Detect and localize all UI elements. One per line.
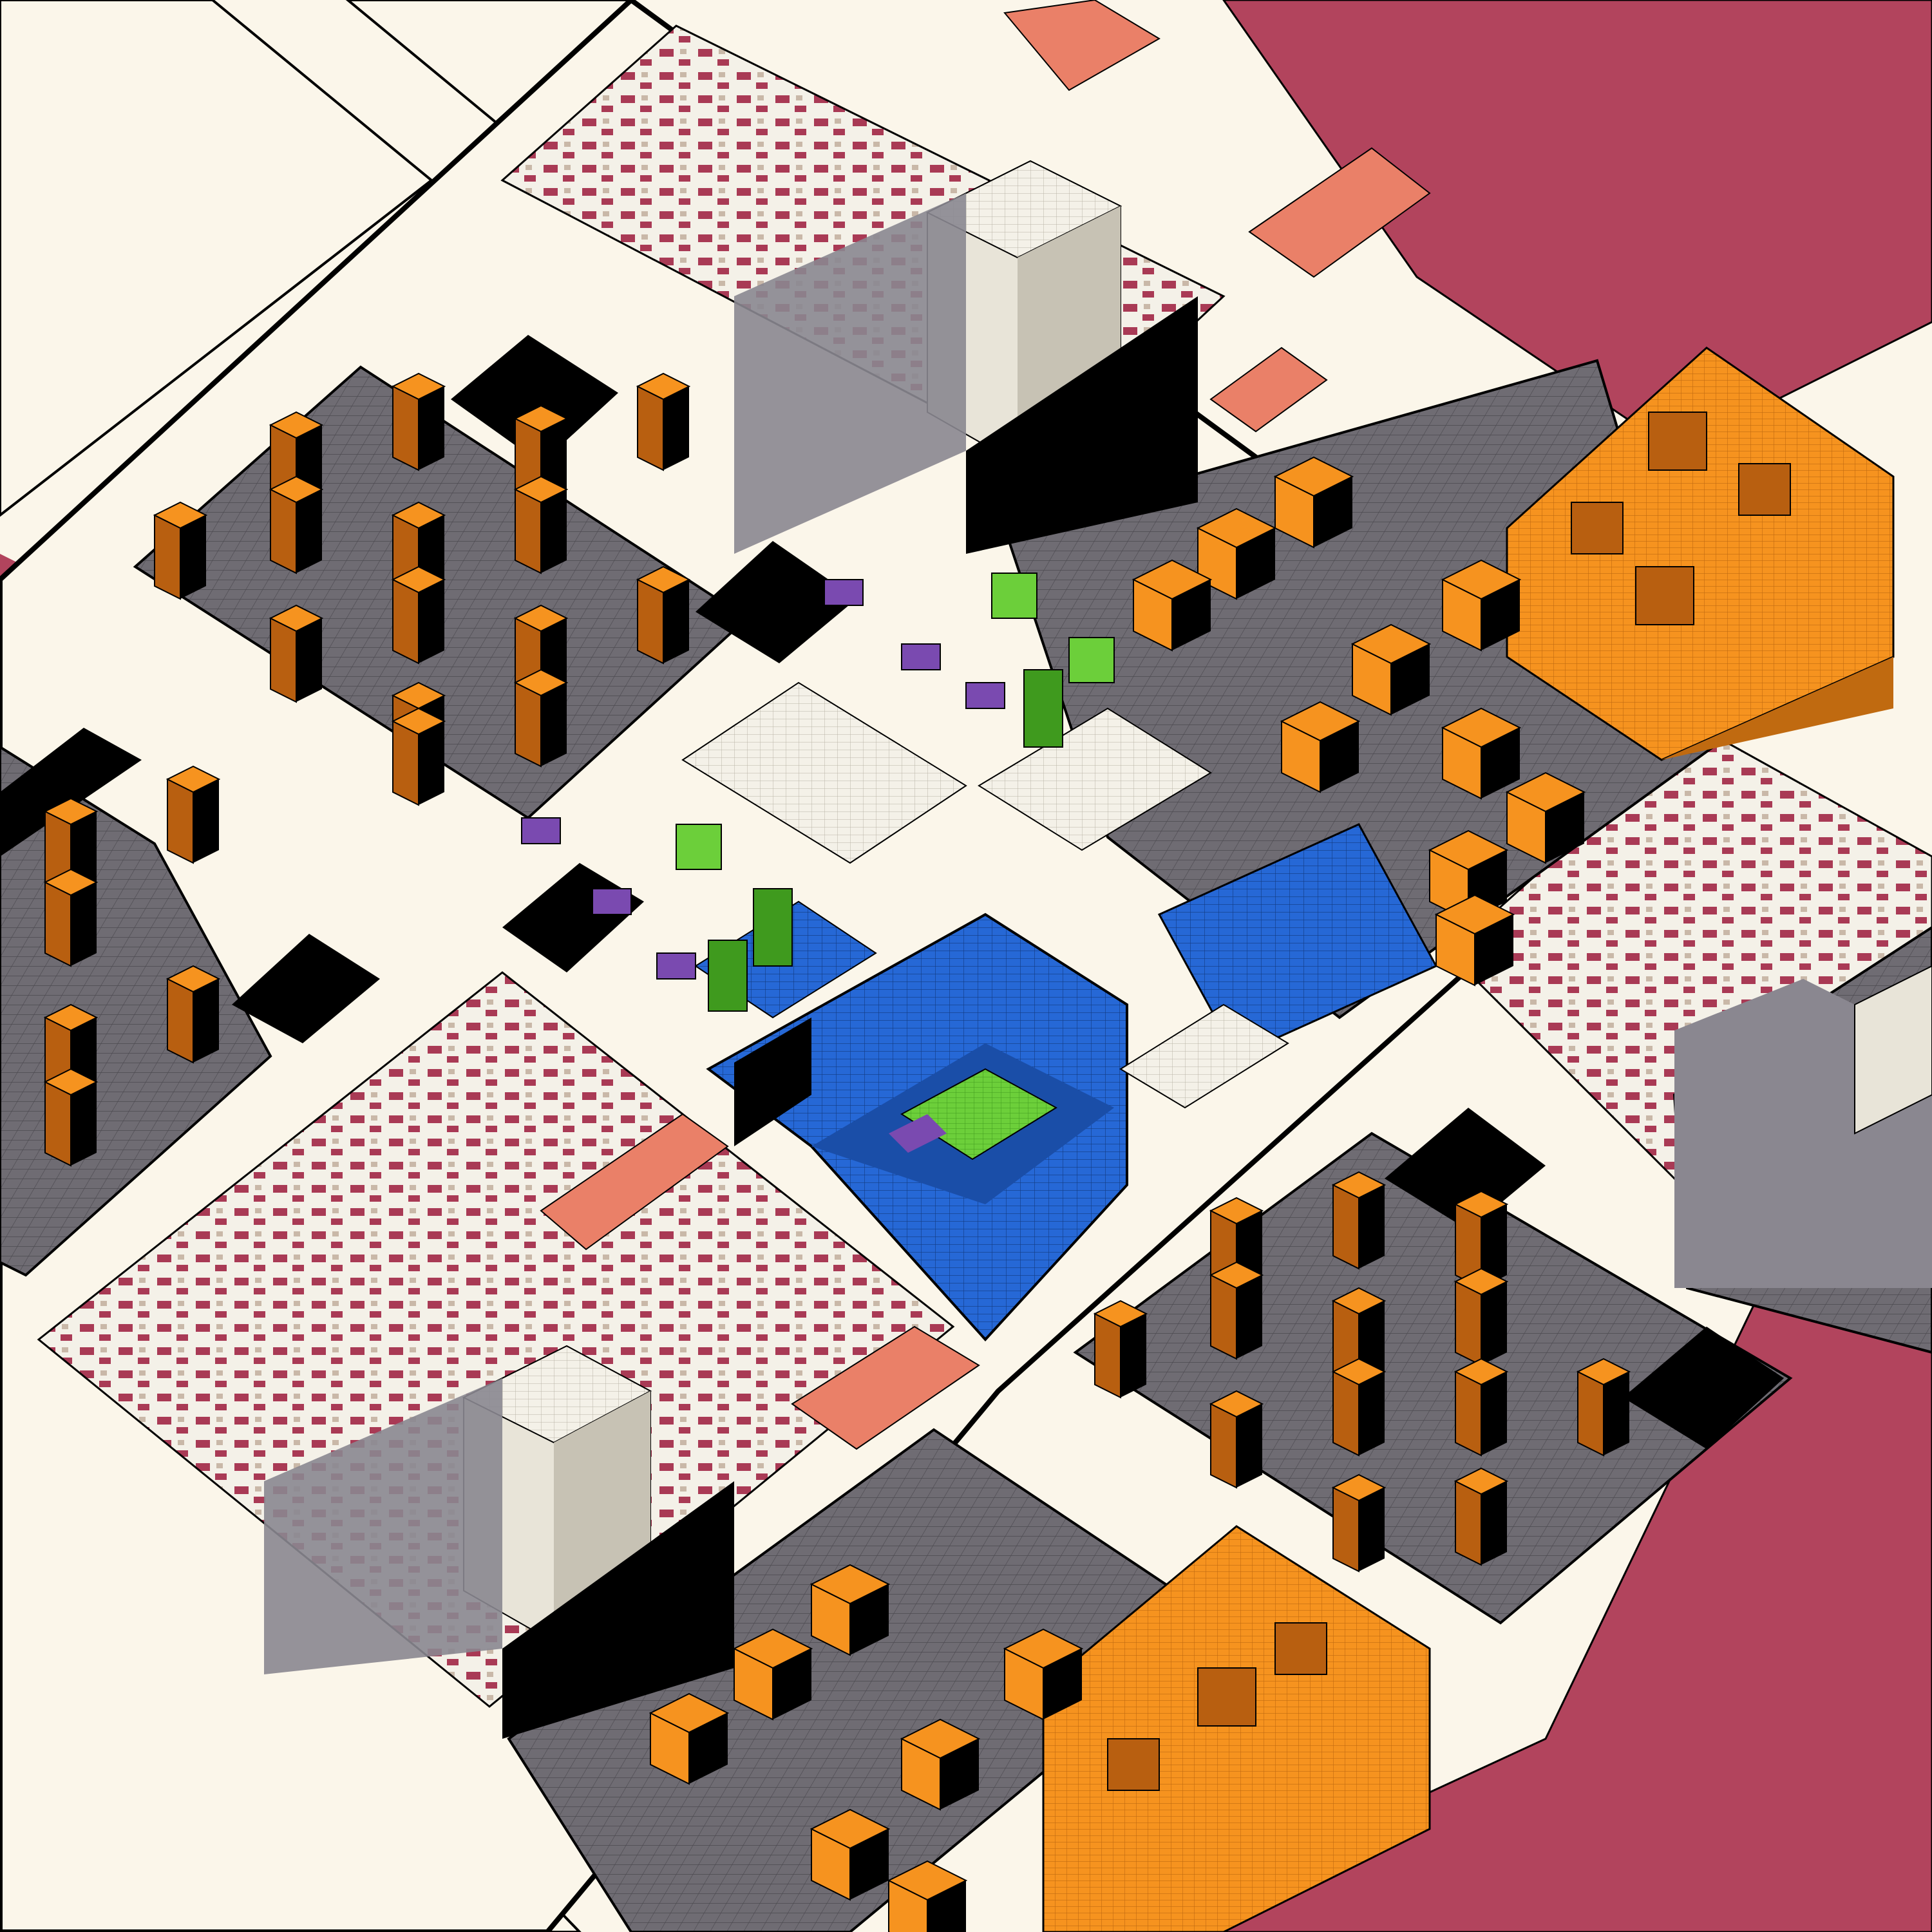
orange-tower-icon: [43, 372, 1631, 1573]
green-tower-cluster: [676, 573, 1115, 1012]
white-cube-icon: [264, 160, 1932, 1739]
orange-complex-south: [1042, 1525, 1431, 1932]
purple-modules: [521, 579, 1005, 980]
orange-complex-east: [1506, 346, 1895, 761]
salmon-roof-blocks: [540, 0, 1431, 1450]
plaza-south: [507, 1428, 1226, 1932]
orange-house-cluster: [649, 456, 1586, 1932]
stepped-ziggurat-icon: [694, 823, 1438, 1341]
white-terraces: [681, 681, 1289, 1109]
water-region-top-right: [1222, 0, 1932, 452]
